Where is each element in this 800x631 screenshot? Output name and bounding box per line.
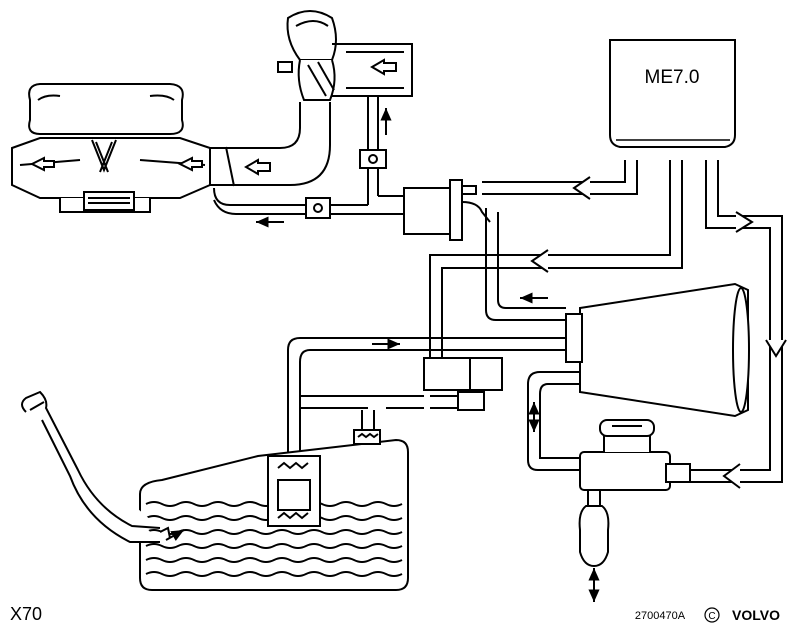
copyright-symbol: C (708, 611, 715, 622)
signal-arrow-canister (530, 249, 549, 273)
inlet-flow-arrow (370, 58, 397, 76)
intake-flow-arrow-1 (177, 156, 203, 172)
purge-lines-upper (213, 96, 404, 228)
signal-arrow-purge (572, 176, 591, 200)
rollover-valve (300, 357, 503, 411)
carbon-canister (287, 208, 750, 471)
leak-detection-pump (578, 419, 691, 602)
purge-valve (403, 179, 491, 241)
signal-arrow-right-1 (735, 211, 754, 233)
copyright-circle (704, 607, 720, 623)
engine (11, 83, 211, 213)
check-valve-lower (305, 197, 331, 219)
brand-logo: VOLVO (732, 607, 780, 623)
exhaust-flow-arrow (29, 156, 55, 172)
reference-code: 2700470A (635, 610, 686, 622)
signal-arrow-right-3 (722, 463, 741, 489)
intake-flow-arrow-2 (244, 158, 271, 176)
signal-arrow-right-2 (765, 339, 787, 358)
figure-label: X70 (10, 604, 42, 624)
check-valve-upper (359, 149, 387, 169)
ecu-signal-lines (429, 160, 787, 489)
ecu-label: ME7.0 (645, 67, 700, 88)
fuel-tank (21, 390, 409, 591)
intake-tract (210, 10, 413, 187)
ecu-module: ME7.0 (609, 39, 736, 148)
